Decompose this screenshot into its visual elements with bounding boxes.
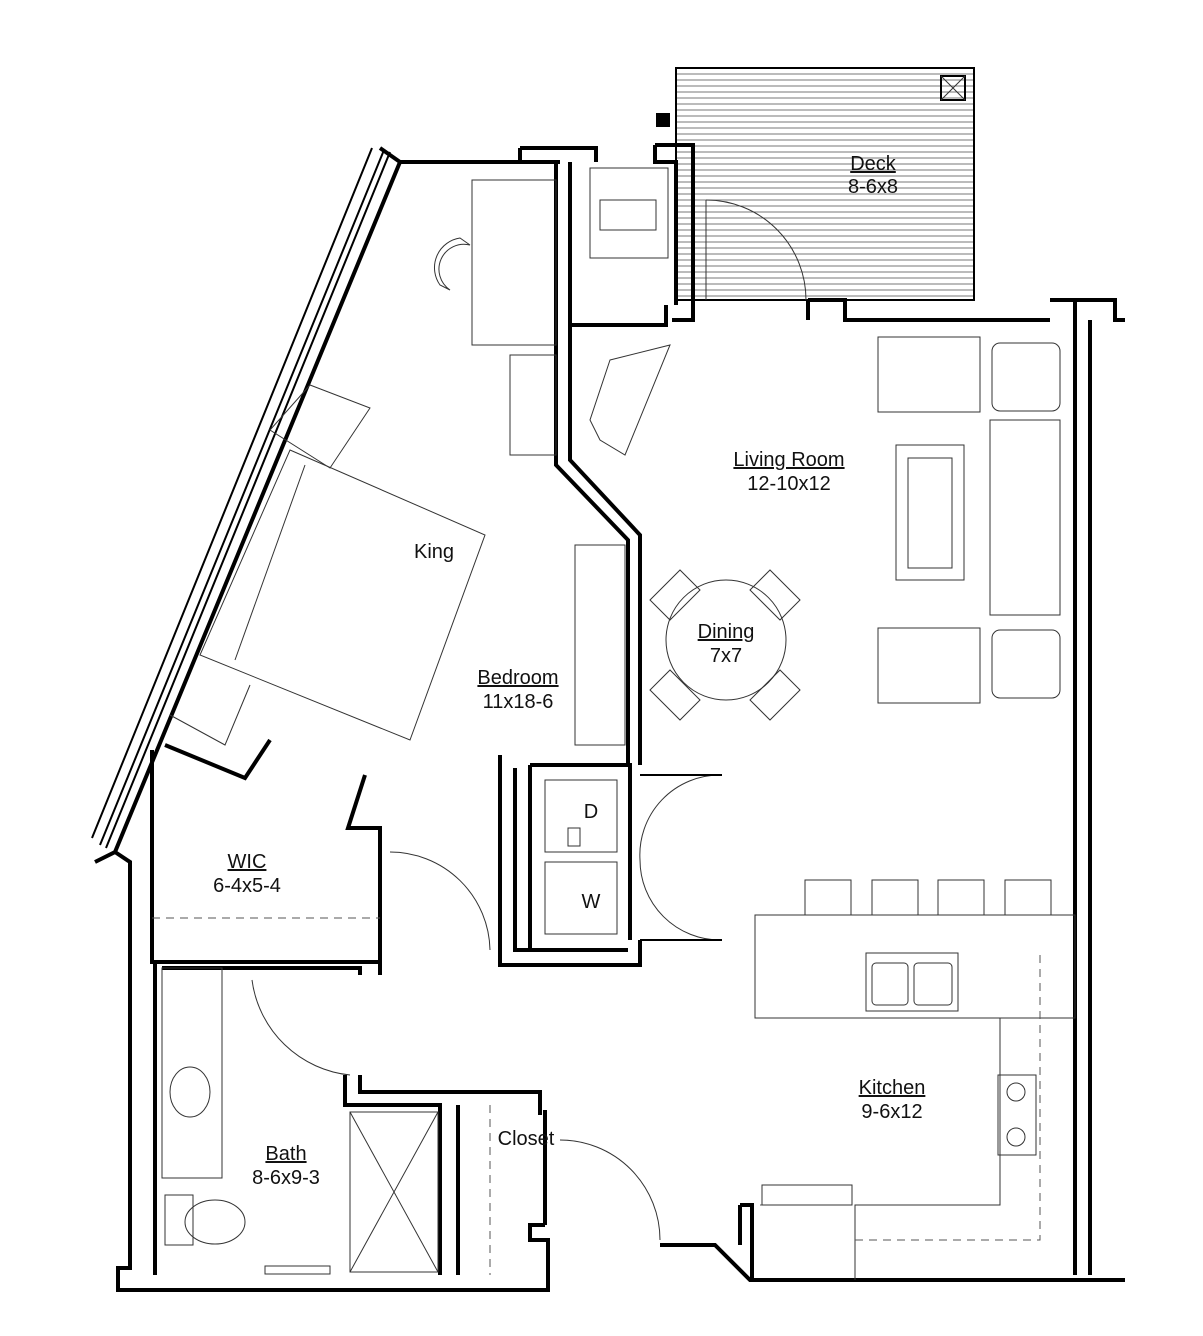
living-room-label: Living Room bbox=[733, 449, 844, 471]
dining-size: 7x7 bbox=[710, 645, 742, 667]
deck-size: 8-6x8 bbox=[848, 176, 898, 198]
bath-size: 8-6x9-3 bbox=[252, 1167, 320, 1189]
dining-label: Dining bbox=[698, 621, 755, 643]
kitchen-label: Kitchen bbox=[859, 1077, 926, 1099]
walls bbox=[91, 143, 1125, 1292]
bed-label: King bbox=[414, 541, 454, 563]
bath-label: Bath bbox=[265, 1143, 306, 1165]
wic-label: WIC bbox=[228, 851, 267, 873]
deck-label: Deck bbox=[850, 153, 897, 175]
furniture bbox=[152, 167, 1076, 1280]
washer-label: W bbox=[582, 891, 601, 913]
closet-label: Closet bbox=[498, 1128, 555, 1150]
kitchen-size: 9-6x12 bbox=[861, 1101, 922, 1123]
deck bbox=[656, 67, 975, 301]
dryer-label: D bbox=[584, 801, 598, 823]
room-labels: Deck 8-6x8 Living Room 12-10x12 Dining 7… bbox=[213, 153, 925, 1189]
bedroom-size: 11x18-6 bbox=[483, 691, 554, 713]
living-room-size: 12-10x12 bbox=[747, 473, 830, 495]
bedroom-label: Bedroom bbox=[477, 667, 558, 689]
wic-size: 6-4x5-4 bbox=[213, 875, 281, 897]
